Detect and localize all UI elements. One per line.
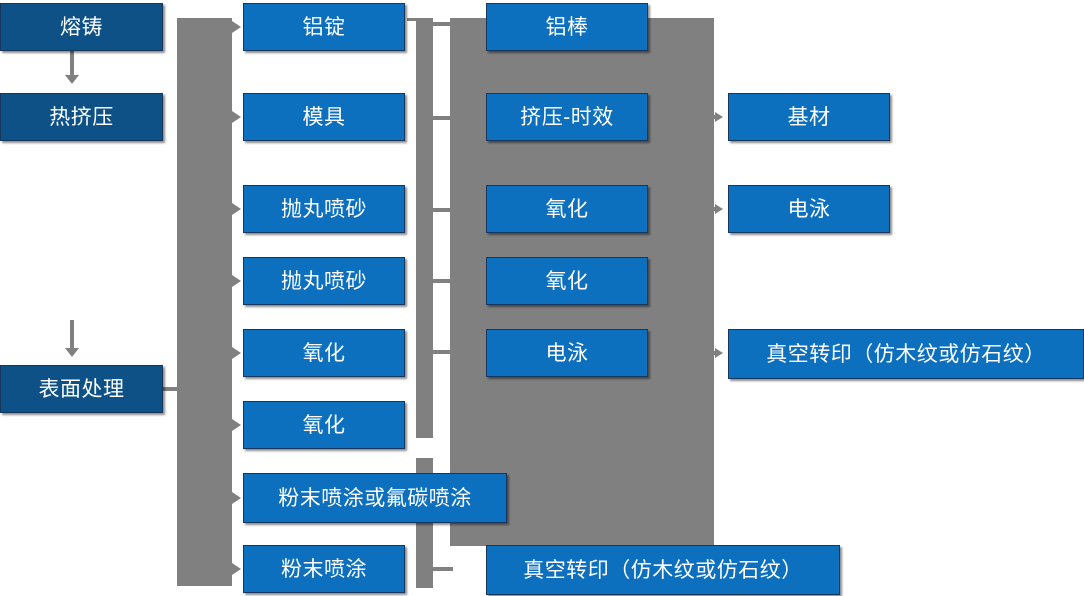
connector-rail-upper [416, 18, 433, 438]
box-mould-label: 模具 [302, 105, 346, 129]
arrow-to-shot-blasting-1 [229, 201, 241, 217]
box-vacuum-transfer-print-bottom[interactable]: 真空转印（仿木纹或仿石纹） [486, 545, 840, 595]
box-oxidation-3-label: 氧化 [545, 197, 589, 221]
box-electrophoresis-1[interactable]: 电泳 [486, 329, 648, 377]
connector-trunk-left [177, 18, 232, 586]
box-powder-or-fluorocarbon-spray-label: 粉末喷涂或氟碳喷涂 [278, 486, 472, 510]
stage-melting-casting[interactable]: 熔铸 [0, 3, 163, 51]
box-shot-blasting-2-label: 抛丸喷砂 [281, 269, 367, 293]
box-electrophoresis-1-label: 电泳 [545, 341, 589, 365]
box-base-material[interactable]: 基材 [728, 93, 890, 141]
arrow-to-powder-or-fluorocarbon-spray [229, 490, 241, 506]
box-oxidation-2[interactable]: 氧化 [243, 401, 405, 449]
connector-tap-4 [433, 350, 453, 354]
box-oxidation-2-label: 氧化 [302, 413, 346, 437]
connector-tap-2 [433, 208, 453, 212]
arrow-to-shot-blasting-2 [229, 273, 241, 289]
arrow-to-aluminium-ingot [229, 19, 241, 35]
arrow-to-oxidation-2 [229, 417, 241, 433]
box-oxidation-1[interactable]: 氧化 [243, 329, 405, 377]
box-aluminium-bar-label: 铝棒 [545, 15, 589, 39]
stage-surface-treatment[interactable]: 表面处理 [0, 365, 163, 413]
connector-tap-1 [433, 116, 453, 120]
stage-drop-line-2 [70, 320, 74, 352]
box-shot-blasting-1[interactable]: 抛丸喷砂 [243, 185, 405, 233]
arrow-stem-base-material [701, 115, 719, 119]
connector-tap-5 [433, 567, 453, 571]
stage-drop-line-1 [70, 51, 74, 79]
stage-hot-extrusion-label: 热挤压 [49, 105, 114, 129]
box-shot-blasting-1-label: 抛丸喷砂 [281, 197, 367, 221]
stage-drop-arrow-1 [65, 75, 79, 84]
box-powder-or-fluorocarbon-spray[interactable]: 粉末喷涂或氟碳喷涂 [243, 473, 507, 523]
arrow-stem-electrophoresis-2 [701, 207, 719, 211]
arrow-to-base-material [715, 112, 723, 122]
box-electrophoresis-2[interactable]: 电泳 [728, 185, 890, 233]
box-base-material-label: 基材 [787, 105, 831, 129]
connector-tap-0 [433, 22, 453, 26]
stage-surface-treatment-label: 表面处理 [38, 377, 125, 401]
box-vacuum-transfer-print-right[interactable]: 真空转印（仿木纹或仿石纹） [728, 329, 1084, 379]
box-extrusion-aging-label: 挤压-时效 [520, 105, 614, 129]
box-oxidation-1-label: 氧化 [302, 341, 346, 365]
box-aluminium-bar[interactable]: 铝棒 [486, 3, 648, 51]
stage-hot-extrusion[interactable]: 热挤压 [0, 93, 163, 141]
stage-drop-arrow-2 [65, 348, 79, 357]
box-oxidation-4-label: 氧化 [545, 269, 589, 293]
connector-rail-top-tick [407, 18, 419, 21]
box-aluminium-ingot[interactable]: 铝锭 [243, 3, 405, 51]
box-mould[interactable]: 模具 [243, 93, 405, 141]
connector-surface-stub [163, 387, 187, 391]
arrow-to-mould [229, 109, 241, 125]
arrow-stem-vacuum-transfer-right [701, 351, 719, 355]
arrow-to-electrophoresis-2 [715, 204, 723, 214]
connector-tap-3 [433, 279, 453, 283]
box-aluminium-ingot-label: 铝锭 [302, 15, 346, 39]
box-extrusion-aging[interactable]: 挤压-时效 [486, 93, 648, 141]
box-vacuum-transfer-print-right-label: 真空转印（仿木纹或仿石纹） [766, 342, 1046, 366]
box-powder-spray[interactable]: 粉末喷涂 [243, 545, 405, 593]
arrow-to-oxidation-1 [229, 345, 241, 361]
box-powder-spray-label: 粉末喷涂 [281, 557, 367, 581]
box-shot-blasting-2[interactable]: 抛丸喷砂 [243, 257, 405, 305]
box-vacuum-transfer-print-bottom-label: 真空转印（仿木纹或仿石纹） [523, 558, 803, 582]
arrow-to-powder-spray [229, 561, 241, 577]
arrow-to-vacuum-transfer-print-right [715, 348, 723, 358]
box-oxidation-4[interactable]: 氧化 [486, 257, 648, 305]
box-oxidation-3[interactable]: 氧化 [486, 185, 648, 233]
box-electrophoresis-2-label: 电泳 [787, 197, 831, 221]
stage-melting-casting-label: 熔铸 [60, 15, 103, 39]
